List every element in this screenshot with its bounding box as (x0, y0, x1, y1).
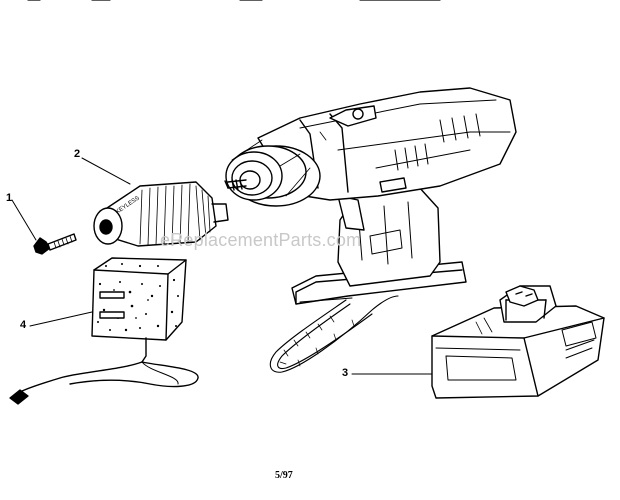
keyless-chuck-illustration: KEYLESS (93, 181, 229, 247)
footer-date: 5/97 (275, 470, 293, 481)
leader-2 (81, 157, 131, 185)
screw-illustration (33, 233, 77, 255)
callout-1: 1 (6, 192, 13, 204)
battery-pack-illustration (431, 285, 605, 399)
callout-leaders (11, 157, 433, 375)
callout-4: 4 (20, 319, 27, 331)
watermark: eReplacementParts.com (160, 230, 362, 250)
lanyard-illustration (269, 295, 399, 373)
callout-3: 3 (342, 367, 349, 379)
drill-illustration (224, 87, 517, 305)
leader-1 (11, 199, 37, 241)
charger-illustration (9, 257, 199, 405)
callout-2: 2 (74, 148, 81, 160)
leader-4 (29, 311, 93, 327)
